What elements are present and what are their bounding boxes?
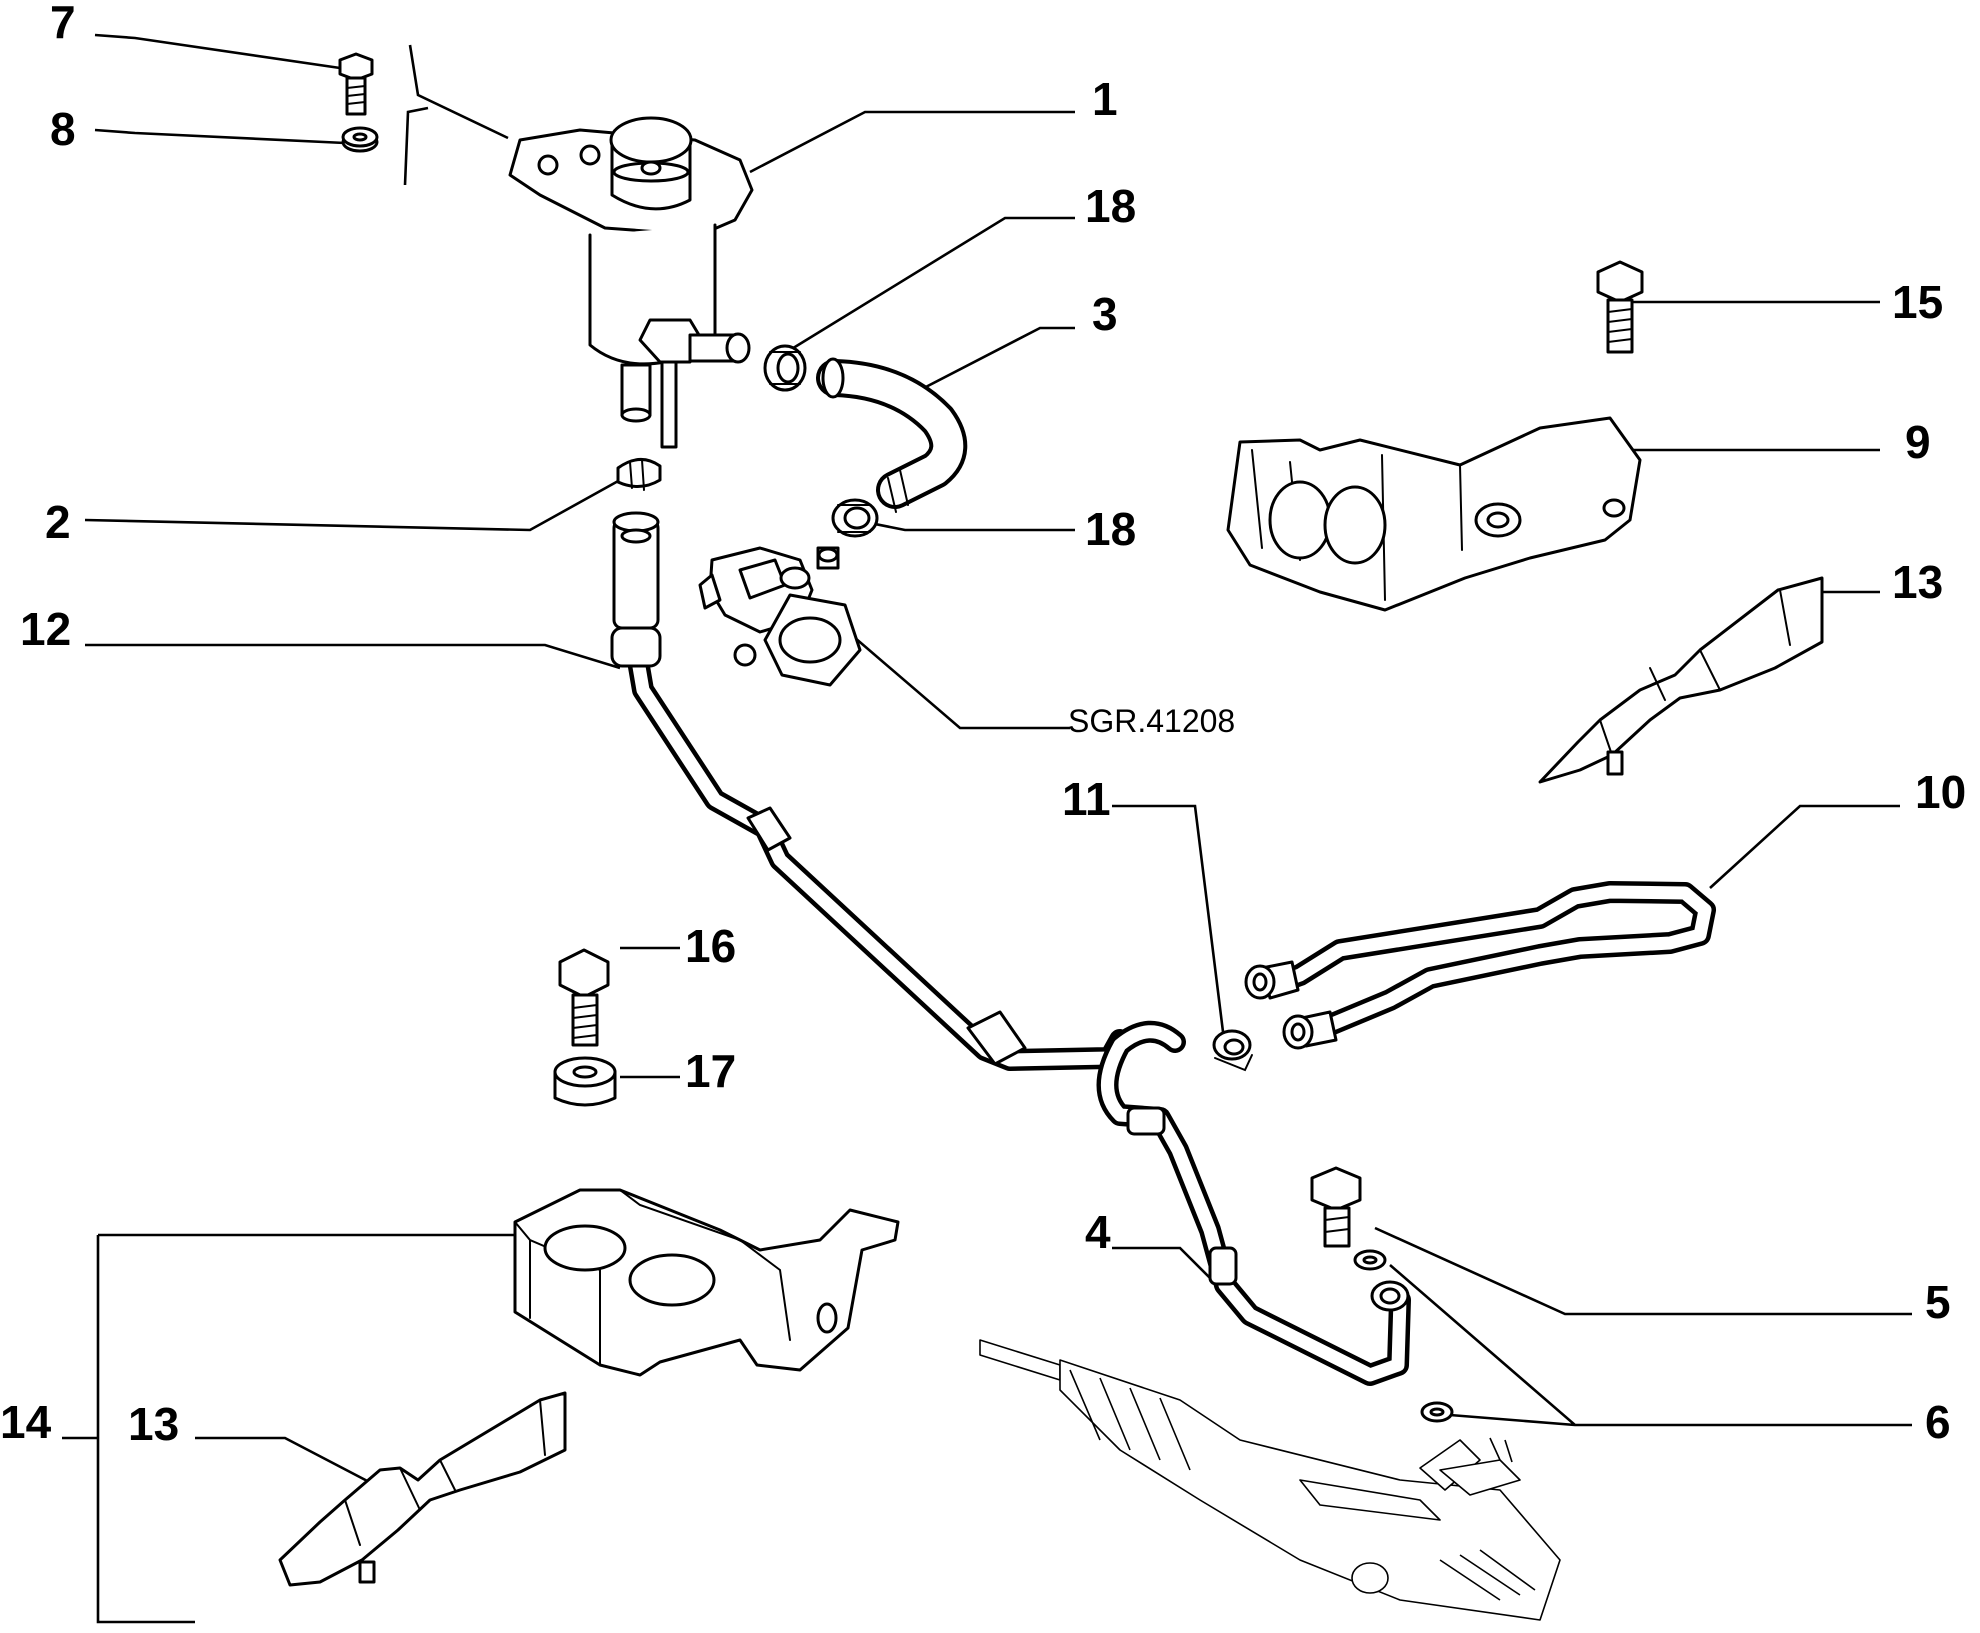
reference-code: SGR.41208 [1068,703,1235,739]
callout-8: 8 [50,103,76,155]
pipe-12 [610,511,1131,1071]
clip-13-upper [1538,576,1824,784]
pipe-10 [1244,881,1716,1050]
spacer-17 [553,1056,617,1107]
callout-2: 2 [45,496,71,548]
callout-14: 14 [0,1396,52,1448]
fluid-reservoir-1 [508,116,754,449]
callout-18-upper: 18 [1085,180,1136,232]
callout-13-upper: 13 [1892,556,1943,608]
bolt-15 [1596,260,1644,354]
bolt-16 [558,948,610,1047]
support-14 [513,1188,900,1377]
callout-11: 11 [1062,773,1111,825]
callout-7: 7 [50,0,76,48]
clip-13-lower [278,1391,567,1587]
washer-6-lower [1420,1401,1454,1423]
steering-pump [698,546,862,687]
steering-rack [979,1339,1561,1621]
callout-1: 1 [1092,73,1118,125]
callout-16: 16 [685,920,736,972]
bolt-5 [1310,1166,1362,1248]
callout-5: 5 [1925,1276,1951,1328]
washer-6-upper [1353,1249,1387,1271]
callout-10: 10 [1915,766,1966,818]
callout-4: 4 [1085,1206,1111,1258]
callout-3: 3 [1092,288,1118,340]
bolt-7 [338,52,374,116]
callout-6: 6 [1925,1396,1951,1448]
callout-labels: 7 8 1 18 3 18 2 12 15 9 13 11 10 16 17 4… [0,0,1966,1450]
washer-8 [341,126,379,153]
clamp-11 [1212,1029,1253,1072]
clamp-18-lower [831,498,879,538]
callout-12: 12 [20,603,71,655]
leader-lines [62,33,1912,1624]
callout-13-lower: 13 [128,1398,179,1450]
callout-9: 9 [1905,416,1931,468]
pipe-4 [1096,1020,1411,1386]
bracket-9 [1226,416,1642,612]
clamp-2 [616,458,662,491]
callout-18-lower: 18 [1085,503,1136,555]
callout-15: 15 [1892,276,1943,328]
hose-3 [816,357,968,513]
clamp-18-upper [763,344,807,392]
callout-17: 17 [685,1045,736,1097]
